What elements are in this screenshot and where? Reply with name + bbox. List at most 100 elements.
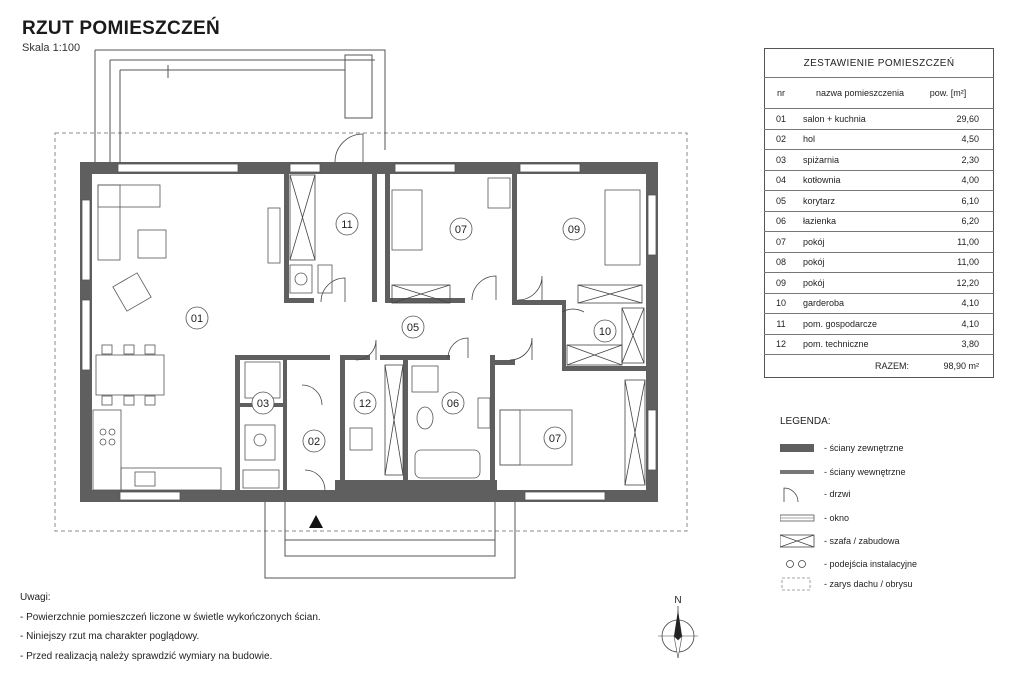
row-name: spiżarnia <box>797 149 917 171</box>
room-label-10: 10 <box>599 326 611 338</box>
row-name: pokój <box>797 252 917 273</box>
legend-label: - okno <box>824 513 850 523</box>
windows <box>81 163 657 501</box>
utility-connections-icon <box>786 560 806 568</box>
room-label-07-top: 07 <box>455 224 467 236</box>
terrace-top <box>94 49 386 162</box>
row-nr: 07 <box>764 231 797 253</box>
wardrobes <box>289 174 646 486</box>
kitchen-counter <box>92 409 122 491</box>
legend: LEGENDA: - ściany zewnętrzne - ściany we… <box>780 416 917 591</box>
entrance-arrow-icon <box>309 515 323 528</box>
legend-item-utility: - podejścia instalacyjne <box>780 556 980 572</box>
row-name: łazienka <box>797 211 917 232</box>
row-nr: 12 <box>764 334 797 355</box>
row-nr: 04 <box>764 170 797 191</box>
room-label-02: 02 <box>308 436 320 448</box>
legend-label: - ściany zewnętrzne <box>824 443 904 453</box>
legend-label: - drzwi <box>824 489 851 499</box>
legend-label: - podejścia instalacyjne <box>824 559 918 569</box>
row-area: 4,50 <box>917 129 994 150</box>
row-area: 29,60 <box>917 108 994 130</box>
floor-plan: 01 02 03 05 06 07 07 09 10 11 12 <box>54 49 688 579</box>
col-header-nr: nr <box>764 77 797 109</box>
row-area: 3,80 <box>917 334 994 355</box>
row-name: korytarz <box>797 190 917 212</box>
row-name: hol <box>797 129 917 150</box>
row-area: 4,10 <box>917 313 994 335</box>
bathtub <box>414 449 481 479</box>
desk-room-09 <box>604 189 641 266</box>
row-name: kotłownia <box>797 170 917 191</box>
row-area: 4,00 <box>917 170 994 191</box>
row-area: 4,10 <box>917 293 994 314</box>
row-nr: 02 <box>764 129 797 150</box>
doors <box>301 133 585 491</box>
row-area: 11,00 <box>917 231 994 253</box>
row-name: salon + kuchnia <box>797 108 917 130</box>
room-label-07-bottom: 07 <box>549 433 561 445</box>
exterior-wall-icon <box>780 444 814 452</box>
row-area: 12,20 <box>917 272 994 294</box>
dining-table <box>95 354 165 396</box>
row-nr: 11 <box>764 313 797 335</box>
legend-item-roof-outline: - zarys dachu / obrysu <box>780 576 980 592</box>
legend-item-exterior-wall: - ściany zewnętrzne <box>780 440 980 456</box>
note-line: - Przed realizacją należy sprawdzić wymi… <box>20 650 273 662</box>
row-nr: 03 <box>764 149 797 171</box>
row-name: pom. techniczne <box>797 334 917 355</box>
scale-label: Skala 1:100 <box>22 42 81 54</box>
room-label-03: 03 <box>257 398 269 410</box>
total-label: RAZEM: <box>874 361 909 371</box>
room-label-01: 01 <box>191 313 203 325</box>
total-value: 98,90 m² <box>943 361 979 371</box>
room-label-11: 11 <box>341 219 352 231</box>
note-line: - Niniejszy rzut ma charakter poglądowy. <box>20 631 200 642</box>
row-nr: 10 <box>764 293 797 314</box>
legend-label: - zarys dachu / obrysu <box>824 579 913 589</box>
room-label-06: 06 <box>447 398 459 410</box>
row-nr: 08 <box>764 252 797 273</box>
col-header-area: pow. [m²] <box>917 77 994 109</box>
legend-label: - szafa / zabudowa <box>824 536 900 546</box>
row-name: pokój <box>797 272 917 294</box>
door-icon <box>783 487 799 502</box>
roof-outline <box>54 132 688 532</box>
row-area: 6,10 <box>917 190 994 212</box>
room-schedule-table: ZESTAWIENIE POMIESZCZEŃ nr nazwa pomiesz… <box>764 48 994 378</box>
room-labels: 01 02 03 05 06 07 07 09 10 11 12 <box>185 212 617 453</box>
notes: Uwagi: - Powierzchnie pomieszczeń liczon… <box>20 588 321 666</box>
row-nr: 05 <box>764 190 797 212</box>
row-nr: 09 <box>764 272 797 294</box>
row-name: pokój <box>797 231 917 253</box>
legend-title: LEGENDA: <box>780 416 831 427</box>
interior-wall-icon <box>780 470 814 474</box>
legend-item-window: - okno <box>780 510 980 526</box>
compass-label: N <box>674 595 681 606</box>
table-title: ZESTAWIENIE POMIESZCZEŃ <box>764 48 994 78</box>
row-area: 2,30 <box>917 149 994 171</box>
armchair <box>112 272 152 312</box>
entrance-terrace <box>264 500 516 579</box>
roof-outline-icon <box>781 577 811 591</box>
page-title: RZUT POMIESZCZEŃ <box>22 18 220 39</box>
interior-walls <box>235 172 650 492</box>
room-label-12: 12 <box>359 398 371 410</box>
row-area: 6,20 <box>917 211 994 232</box>
table-title-row: ZESTAWIENIE POMIESZCZEŃ <box>764 48 994 78</box>
row-name: garderoba <box>797 293 917 314</box>
furniture <box>92 177 641 491</box>
